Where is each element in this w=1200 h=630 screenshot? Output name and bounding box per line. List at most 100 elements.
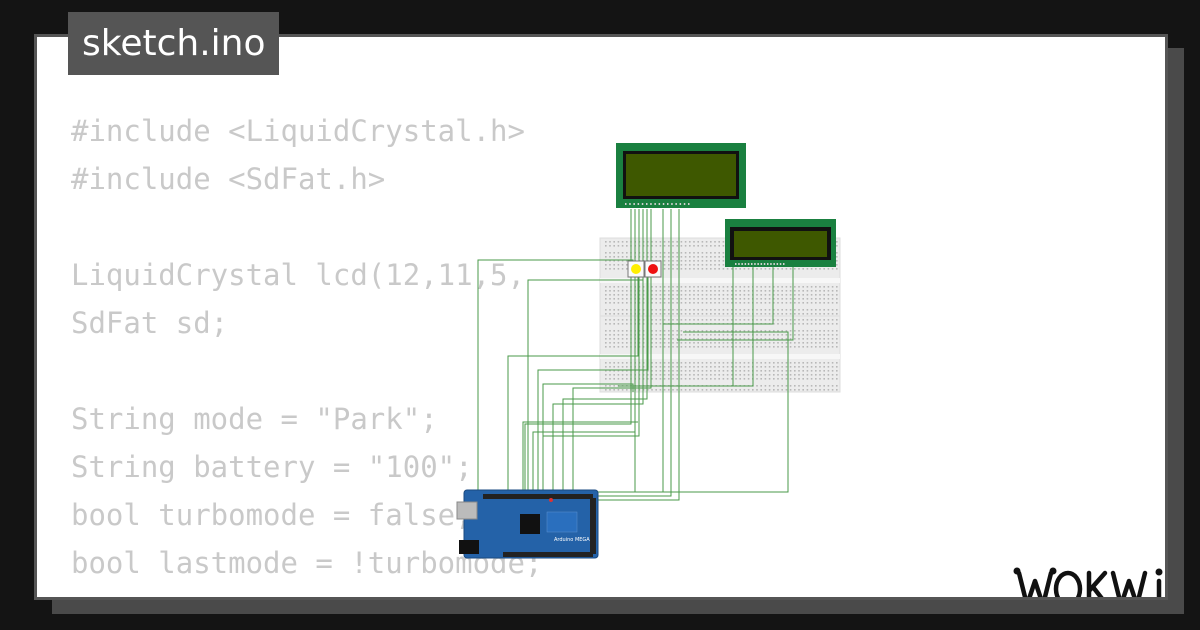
breadboard-hole	[617, 313, 620, 315]
breadboard-hole	[605, 309, 607, 311]
breadboard-hole	[823, 290, 825, 292]
breadboard-hole	[756, 309, 758, 311]
breadboard-hole	[743, 370, 746, 372]
breadboard-hole	[693, 241, 695, 243]
breadboard-hole	[617, 346, 620, 348]
breadboard-hole	[647, 370, 649, 372]
breadboard-hole	[773, 268, 775, 270]
breadboard-hole	[613, 260, 615, 262]
breadboard-hole	[785, 298, 788, 300]
lcd-pin	[773, 263, 775, 265]
breadboard-hole	[689, 389, 691, 391]
breadboard-hole	[777, 374, 779, 376]
breadboard-hole	[605, 298, 607, 300]
breadboard-hole	[710, 389, 712, 391]
breadboard-hole	[831, 319, 834, 321]
breadboard-hole	[705, 389, 708, 391]
breadboard-hole	[697, 252, 699, 254]
breadboard-hole	[621, 268, 624, 270]
breadboard-hole	[810, 294, 813, 296]
breadboard-hole	[764, 362, 767, 364]
breadboard-hole	[710, 334, 712, 336]
breadboard-hole	[651, 389, 653, 391]
breadboard-hole	[651, 294, 653, 296]
breadboard-hole	[747, 330, 750, 332]
breadboard-hole	[659, 378, 662, 380]
breadboard-hole	[810, 362, 813, 364]
breadboard-hole	[836, 346, 838, 348]
breadboard-hole	[718, 319, 720, 321]
breadboard-hole	[684, 346, 687, 348]
lcd-pin	[667, 203, 669, 205]
breadboard-hole	[781, 286, 783, 288]
breadboard-hole	[710, 302, 712, 304]
breadboard-hole	[819, 302, 821, 304]
breadboard-hole	[626, 366, 628, 368]
breadboard-hole	[605, 268, 607, 270]
breadboard-hole	[823, 346, 825, 348]
breadboard-hole	[697, 268, 699, 270]
breadboard-hole	[697, 362, 699, 364]
breadboard-hole	[806, 290, 809, 292]
breadboard-hole	[689, 334, 691, 336]
breadboard-hole	[802, 298, 804, 300]
breadboard-hole	[663, 268, 666, 270]
breadboard-hole	[705, 330, 708, 332]
breadboard-hole	[613, 370, 615, 372]
breadboard-hole	[777, 342, 779, 344]
breadboard-hole	[617, 334, 620, 336]
breadboard-hole	[689, 264, 691, 266]
breadboard-hole	[663, 290, 666, 292]
breadboard-hole	[806, 323, 809, 325]
breadboard-hole	[659, 309, 662, 311]
breadboard-hole	[659, 330, 662, 332]
breadboard-hole	[668, 298, 670, 300]
breadboard-hole	[810, 302, 813, 304]
breadboard-hole	[735, 374, 737, 376]
breadboard-hole	[760, 362, 762, 364]
breadboard-hole	[831, 309, 834, 311]
breadboard-hole	[731, 374, 733, 376]
breadboard-hole	[626, 338, 628, 340]
breadboard-hole	[789, 378, 792, 380]
file-tab[interactable]: sketch.ino	[68, 12, 280, 75]
breadboard-hole	[735, 370, 737, 372]
breadboard-hole	[693, 264, 695, 266]
lcd-pin	[763, 263, 766, 265]
breadboard-hole	[718, 294, 720, 296]
breadboard-hole	[823, 286, 825, 288]
breadboard-hole	[668, 319, 670, 321]
breadboard-hole	[777, 385, 779, 387]
breadboard-hole	[747, 346, 750, 348]
breadboard-hole	[689, 309, 691, 311]
breadboard-hole	[701, 378, 704, 380]
breadboard-hole	[739, 319, 741, 321]
breadboard-hole	[714, 256, 716, 258]
breadboard-hole	[773, 366, 775, 368]
breadboard-hole	[621, 346, 624, 348]
breadboard-hole	[794, 319, 796, 321]
breadboard-hole	[802, 366, 804, 368]
breadboard-hole	[659, 290, 662, 292]
breadboard-hole	[773, 362, 775, 364]
breadboard-hole	[605, 370, 607, 372]
breadboard-hole	[668, 330, 670, 332]
breadboard-hole	[659, 294, 662, 296]
breadboard-hole	[676, 256, 678, 258]
breadboard-hole	[655, 370, 657, 372]
breadboard-hole	[819, 330, 821, 332]
breadboard-hole	[781, 334, 783, 336]
breadboard-hole	[680, 252, 683, 254]
breadboard-hole	[605, 290, 607, 292]
breadboard-hole	[705, 334, 708, 336]
breadboard-hole	[676, 338, 678, 340]
breadboard-hole	[726, 362, 729, 364]
breadboard-hole	[773, 346, 775, 348]
breadboard-hole	[621, 366, 624, 368]
breadboard-hole	[777, 370, 779, 372]
breadboard-hole	[605, 294, 607, 296]
breadboard-hole	[773, 319, 775, 321]
breadboard-hole	[747, 338, 750, 340]
breadboard-hole	[731, 330, 733, 332]
breadboard-hole	[655, 362, 657, 364]
